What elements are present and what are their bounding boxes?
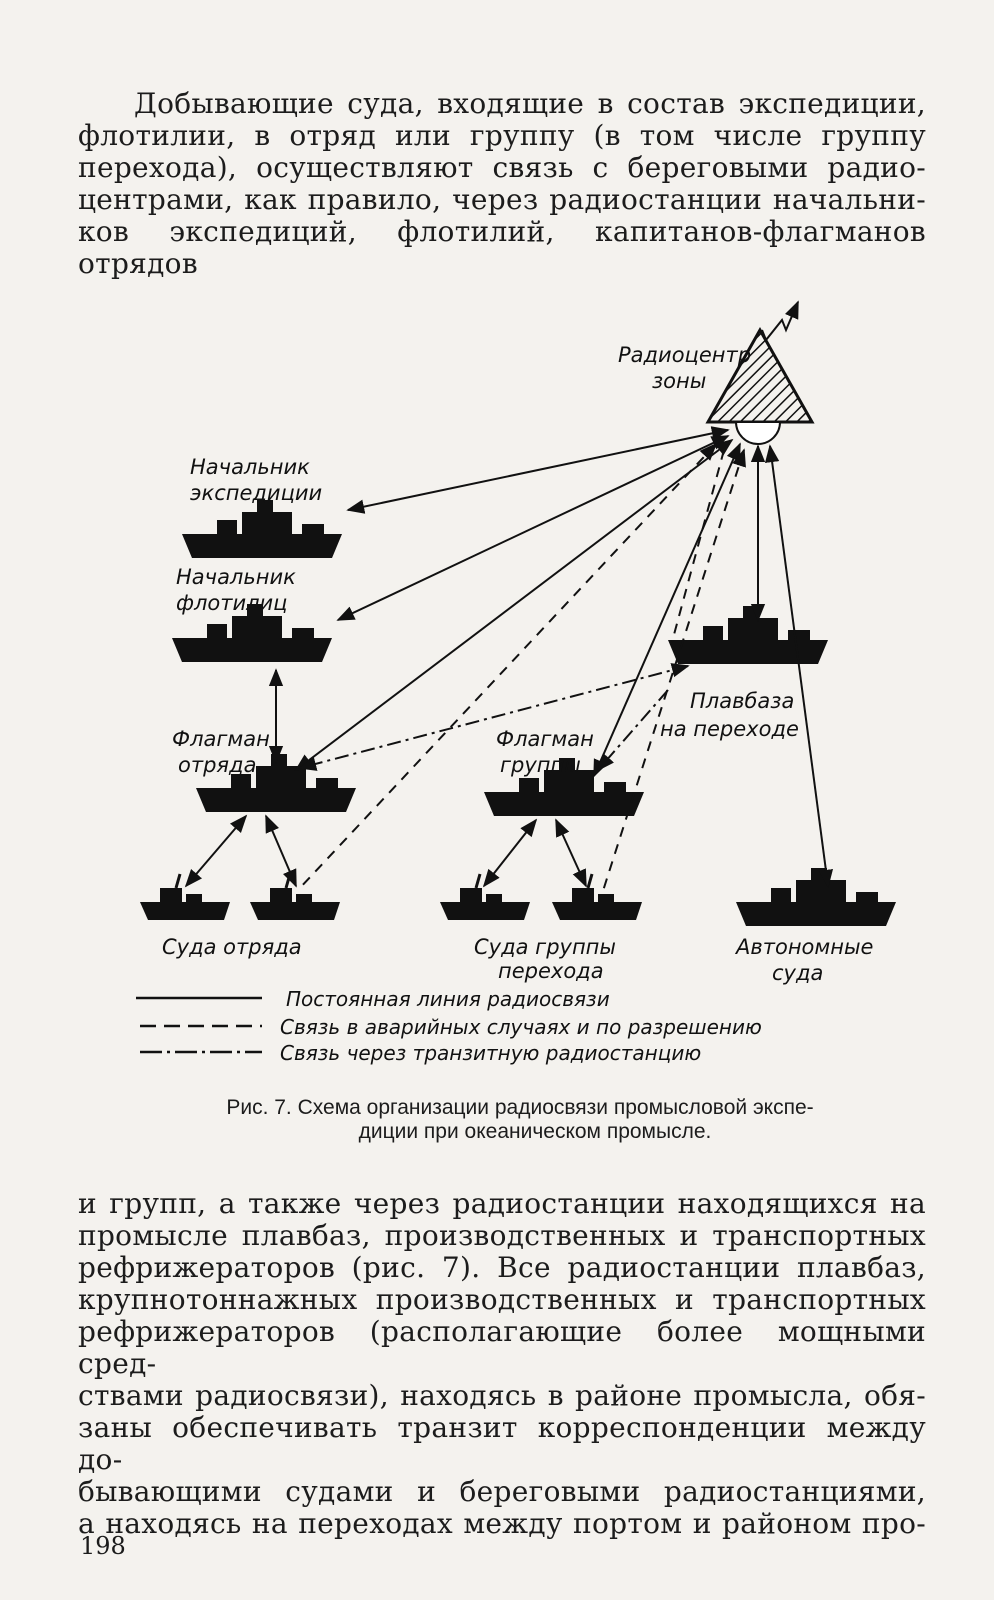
text-line: и групп, а также через радиостанции нахо… — [78, 1187, 926, 1220]
text-line: а находясь на переходах между портом и р… — [78, 1507, 926, 1540]
flotilla-chief-label: Начальник — [176, 565, 296, 589]
expedition-chief-label: Начальник — [190, 455, 310, 479]
text-line: рефрижераторов (располагающие более мощн… — [78, 1315, 926, 1380]
legend-label-dashdot: Связь через транзитную радиостанцию — [280, 1041, 701, 1065]
text-line: крупнотоннажных производственных и транс… — [78, 1283, 926, 1316]
autonomous-vessel-ship-icon — [736, 868, 896, 926]
group-flagship-label-2: группы — [500, 753, 581, 777]
autonomous-vessels-label-2: суда — [772, 961, 823, 985]
link-radiocenter-autonomous — [764, 444, 834, 888]
group-vessel-1-icon — [438, 872, 532, 922]
group-vessel-2-icon — [550, 872, 644, 922]
text-line: рефрижераторов (рис. 7). Все радиостанци… — [78, 1251, 926, 1284]
text-line: бывающими судами и береговыми радиостанц… — [78, 1475, 926, 1508]
figure-caption: Рис. 7. Схема организации радиосвязи про… — [150, 1096, 890, 1144]
floating-base-label: Плавбаза — [690, 689, 794, 713]
expedition-chief-ship-icon — [182, 500, 342, 558]
autonomous-vessels-label: Автономные — [734, 935, 873, 959]
group-vessels-label-2: перехода — [498, 959, 604, 983]
detachment-vessel-1-icon — [138, 872, 232, 922]
transit-link-group-flagship — [596, 689, 669, 772]
legend-label-dashed: Связь в аварийных случаях и по разрешени… — [280, 1015, 762, 1039]
link-radiocenter-flotilla — [336, 435, 730, 621]
link-group-vessel-2 — [555, 818, 587, 888]
page-number: 198 — [80, 1532, 126, 1560]
radiocenter-label: Радиоцентр — [618, 343, 751, 367]
transit-link-detachment-flagship — [298, 663, 690, 771]
detachment-vessels-label: Суда отряда — [162, 935, 302, 959]
emergency-link-detachment-vessel — [297, 442, 718, 891]
expedition-chief-label-2: экспедиции — [190, 481, 322, 505]
floating-base-ship-icon — [668, 606, 828, 664]
group-vessels-label: Суда группы — [474, 935, 616, 959]
flotilla-chief-label-2: флотилиц — [176, 591, 287, 615]
radiocenter-zone-icon — [705, 300, 815, 445]
legend-label-solid: Постоянная линия радиосвязи — [286, 987, 610, 1011]
link-radiocenter-expedition — [346, 426, 730, 514]
link-group-vessel-1 — [482, 818, 538, 888]
text-line: промысле плавбаз, производственных и тра… — [78, 1219, 926, 1252]
radio-communication-diagram: Радиоцентр зоны Начальник экспедиции Нач… — [136, 300, 896, 1065]
text-line: перехода), осуществляют связь с береговы… — [78, 151, 926, 184]
caption-line-1: Рис. 7. Схема организации радиосвязи про… — [226, 1096, 814, 1119]
legend: Постоянная линия радиосвязи Связь в авар… — [136, 987, 762, 1065]
emergency-link-group-vessel — [601, 448, 746, 895]
floating-base-label-2: на переходе — [660, 717, 799, 741]
text-line: ствами радиосвязи), находясь в районе пр… — [78, 1379, 926, 1412]
detachment-flagship-label-2: отряда — [178, 753, 256, 777]
text-line: ков экспедиций, флотилий, капитанов-флаг… — [78, 215, 926, 280]
radiocenter-label-2: зоны — [652, 369, 706, 393]
emergency-link-floating-base — [671, 449, 725, 643]
text-line: Добывающие суда, входящие в состав экспе… — [134, 87, 926, 120]
detachment-flagship-label: Флагман — [172, 727, 270, 751]
detachment-vessel-2-icon — [248, 872, 342, 922]
text-line: центрами, как правило, через радиостанци… — [78, 183, 926, 216]
link-detachment-vessel-2 — [265, 814, 297, 888]
link-detachment-vessel-1 — [184, 814, 248, 888]
caption-line-2: диции при океаническом промысле. — [358, 1120, 712, 1143]
text-line: заны обеспечивать транзит корреспонденци… — [78, 1411, 926, 1476]
paragraph-bottom: и групп, а также через радиостанции нахо… — [78, 1188, 926, 1540]
text-line: флотилии, в отряд или группу (в том числ… — [78, 119, 926, 152]
paragraph-top: Добывающие суда, входящие в состав экспе… — [78, 88, 926, 280]
group-flagship-label: Флагман — [496, 727, 594, 751]
